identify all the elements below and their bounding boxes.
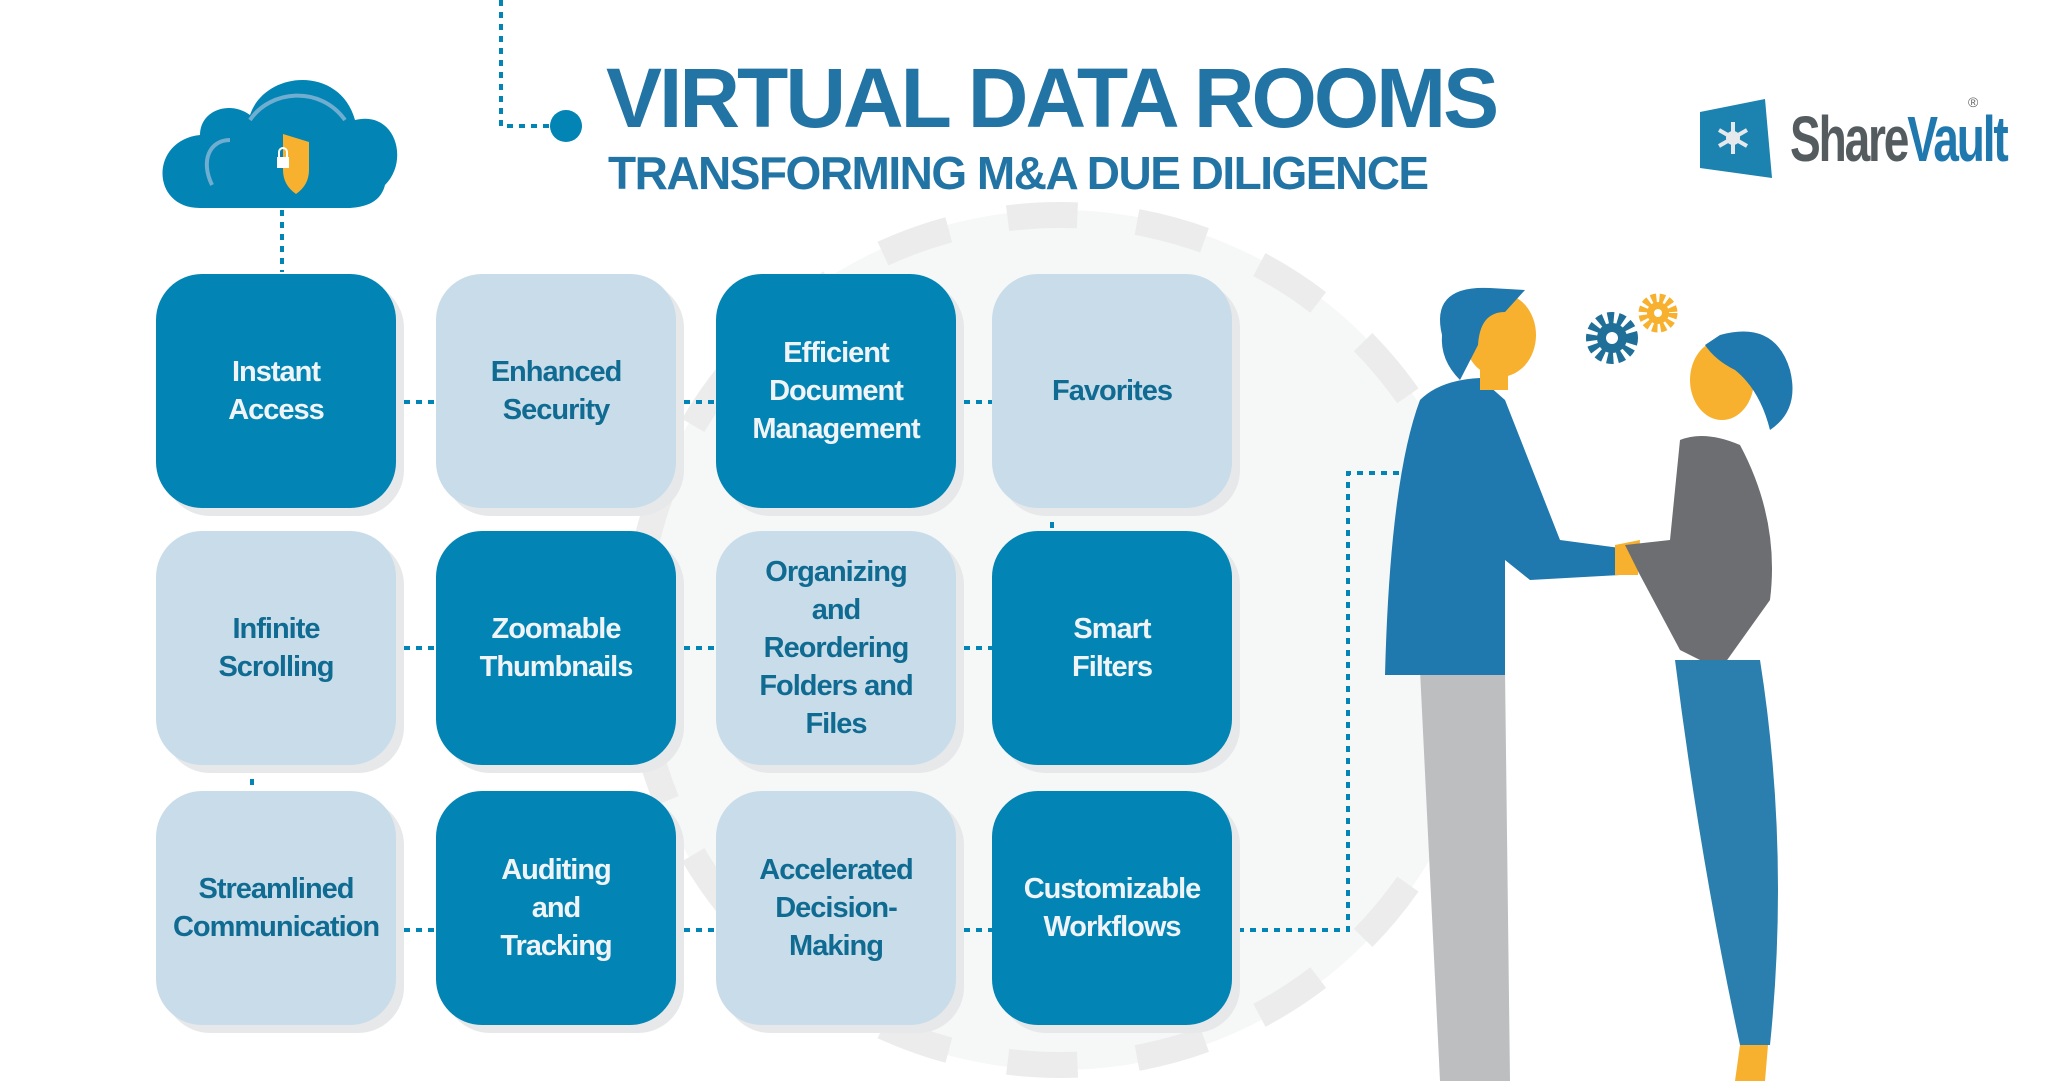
feature-label: Auditing and Tracking — [500, 854, 612, 962]
logo-vault: Vault — [1907, 103, 2008, 175]
registered-mark: ® — [1968, 94, 1979, 110]
feature-label: Infinite Scrolling — [218, 613, 334, 683]
feature-label: Zoomable Thumbnails — [479, 613, 634, 683]
feature-label: Instant Access — [228, 356, 325, 426]
man-body — [1385, 378, 1620, 675]
feature-card: Infinite Scrolling — [156, 531, 396, 765]
feature-card: Zoomable Thumbnails — [436, 531, 676, 765]
shield-icon — [283, 134, 309, 194]
woman-legs — [1675, 660, 1778, 1045]
grid-connectors — [250, 400, 1405, 932]
sharevault-logo-icon — [1700, 99, 1772, 178]
feature-card: Instant Access — [156, 274, 396, 508]
feature-label: Customizable Workflows — [1023, 873, 1202, 943]
feature-card: Efficient Document Management — [716, 274, 956, 508]
feature-label: Efficient Document Management — [752, 337, 920, 445]
feature-card: Favorites — [992, 274, 1232, 508]
title-connector-dot — [550, 110, 582, 142]
gears-icon — [1586, 293, 1678, 364]
feature-label: Accelerated Decision- Making — [759, 854, 913, 962]
lock-icon — [277, 157, 289, 168]
woman-body — [1625, 436, 1772, 670]
feature-label: Smart Filters — [1071, 613, 1153, 683]
handshake-illustration — [1385, 287, 1793, 1081]
feature-label: Streamlined Communication — [172, 873, 380, 943]
logo-share: Share — [1790, 103, 1909, 175]
title-connector-line — [499, 0, 560, 128]
feature-card: Auditing and Tracking — [436, 791, 676, 1025]
feature-card: Customizable Workflows — [992, 791, 1232, 1025]
man-legs — [1420, 670, 1510, 1081]
feature-card: Smart Filters — [992, 531, 1232, 765]
feature-card: Enhanced Security — [436, 274, 676, 508]
feature-card: Organizing and Reordering Folders and Fi… — [716, 531, 956, 765]
page-subtitle: TRANSFORMING M&A DUE DILIGENCE — [608, 147, 1429, 199]
cloud-security-icon — [162, 80, 398, 208]
feature-card: Streamlined Communication — [156, 791, 396, 1025]
feature-label: Enhanced Security — [490, 356, 623, 426]
feature-card: Accelerated Decision- Making — [716, 791, 956, 1025]
sharevault-logo-text: ShareVault — [1790, 103, 2009, 175]
feature-label: Organizing and Reordering Folders and Fi… — [759, 556, 913, 740]
feature-label: Favorites — [1052, 375, 1173, 407]
page-title: VIRTUAL DATA ROOMS — [606, 51, 1499, 145]
